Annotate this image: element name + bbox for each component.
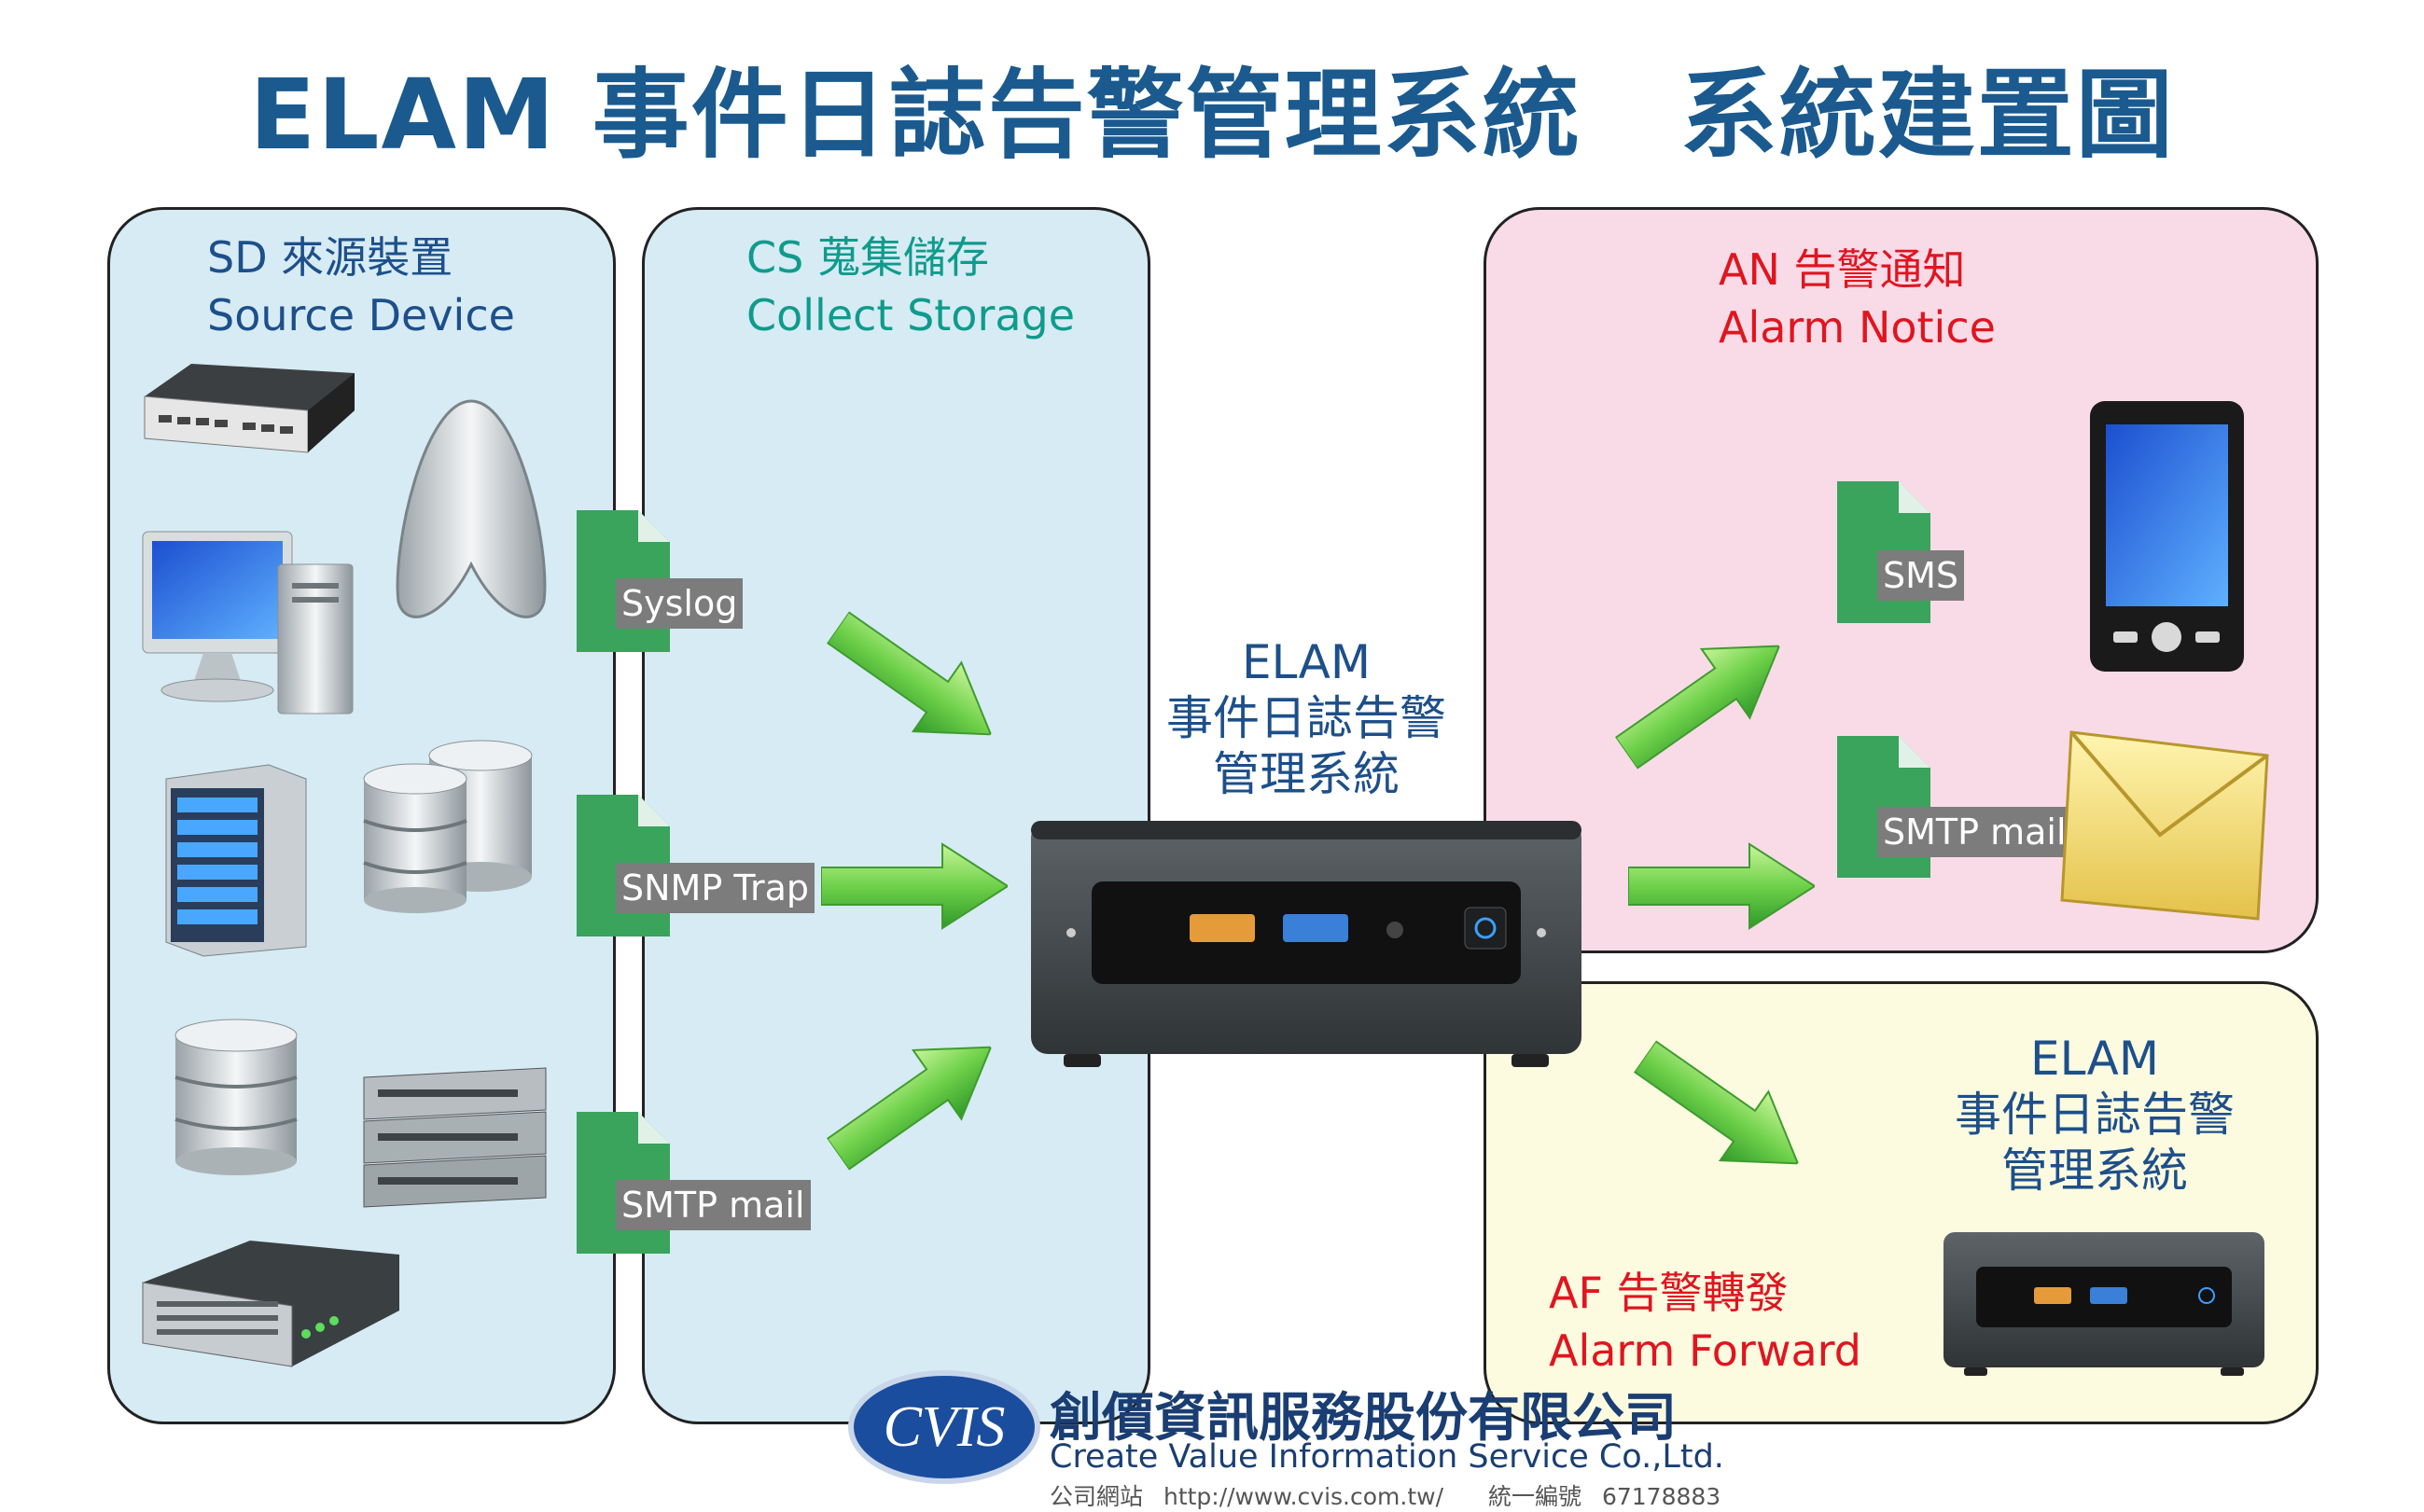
- forward-elam-line2: 事件日誌告警: [1955, 1088, 2235, 1142]
- cvis-logo: CVIS: [848, 1370, 1040, 1484]
- cvis-logo-text: CVIS: [884, 1395, 1006, 1459]
- af-title-zh: AF 告警轉發: [1549, 1268, 1789, 1318]
- server-icon: [165, 764, 307, 957]
- company-name-en: Create Value Information Service Co.,Ltd…: [1050, 1438, 1724, 1476]
- af-title: AF 告警轉發 Alarm Forward: [1549, 1264, 1861, 1380]
- company-contact: 公司網站 http://www.cvis.com.tw/ 統一編號 671788…: [1050, 1478, 1720, 1512]
- cs-title-en: Collect Storage: [746, 290, 1076, 340]
- center-elam-line1: ELAM: [1242, 635, 1371, 689]
- workstation-icon: [142, 531, 354, 714]
- site-label: 公司網站: [1050, 1483, 1144, 1510]
- elam-appliance-icon: [1031, 821, 1581, 1067]
- center-elam-line2: 事件日誌告警: [1166, 691, 1446, 745]
- forward-elam-line3: 管理系統: [2001, 1144, 2188, 1198]
- syslog-label: Syslog: [616, 578, 744, 629]
- sd-title: SD 來源裝置 Source Device: [207, 229, 515, 344]
- mobile-phone-icon: [2090, 401, 2244, 672]
- an-title-en: Alarm Notice: [1719, 302, 1996, 353]
- snmp-trap-label: SNMP Trap: [616, 863, 815, 913]
- page-title: ELAM 事件日誌告警管理系統 系統建置圖: [249, 58, 2175, 172]
- sd-title-zh: SD 來源裝置: [207, 232, 453, 283]
- database-icon: [363, 740, 533, 913]
- sms-label: SMS: [1877, 550, 1965, 601]
- tax-id: 67178883: [1601, 1483, 1721, 1510]
- forward-appliance-icon: [1943, 1232, 2264, 1376]
- tax-label: 統一編號: [1487, 1483, 1581, 1510]
- arrow-snmp-icon: [821, 839, 1008, 933]
- database-icon-2: [174, 1019, 298, 1175]
- an-title: AN 告警通知 Alarm Notice: [1719, 241, 1996, 356]
- company-url[interactable]: http://www.cvis.com.tw/: [1163, 1483, 1444, 1510]
- smtp-mail-label: SMTP mail: [616, 1180, 811, 1230]
- arrow-smtp-out-icon: [1628, 839, 1815, 933]
- network-switch-icon: [144, 364, 355, 453]
- center-elam-line3: 管理系統: [1213, 747, 1400, 801]
- smtp-out-label: SMTP mail: [1877, 807, 2072, 857]
- company-name-zh: 創價資訊服務股份有限公司: [1050, 1388, 1677, 1449]
- sd-title-en: Source Device: [207, 290, 515, 340]
- forward-elam-line1: ELAM: [2030, 1032, 2159, 1086]
- email-envelope-icon: [2060, 730, 2269, 921]
- rack-server-icon: [363, 1067, 547, 1208]
- an-title-zh: AN 告警通知: [1719, 244, 1966, 295]
- rack-appliance-icon: [142, 1241, 399, 1367]
- forward-elam-label: ELAM 事件日誌告警 管理系統: [1908, 1031, 2281, 1199]
- center-elam-label: ELAM 事件日誌告警 管理系統: [1120, 634, 1493, 802]
- cs-title: CS 蒐集儲存 Collect Storage: [746, 229, 1075, 344]
- af-title-en: Alarm Forward: [1549, 1325, 1861, 1376]
- router-fin-icon: [396, 399, 547, 618]
- cs-title-zh: CS 蒐集儲存: [746, 232, 989, 283]
